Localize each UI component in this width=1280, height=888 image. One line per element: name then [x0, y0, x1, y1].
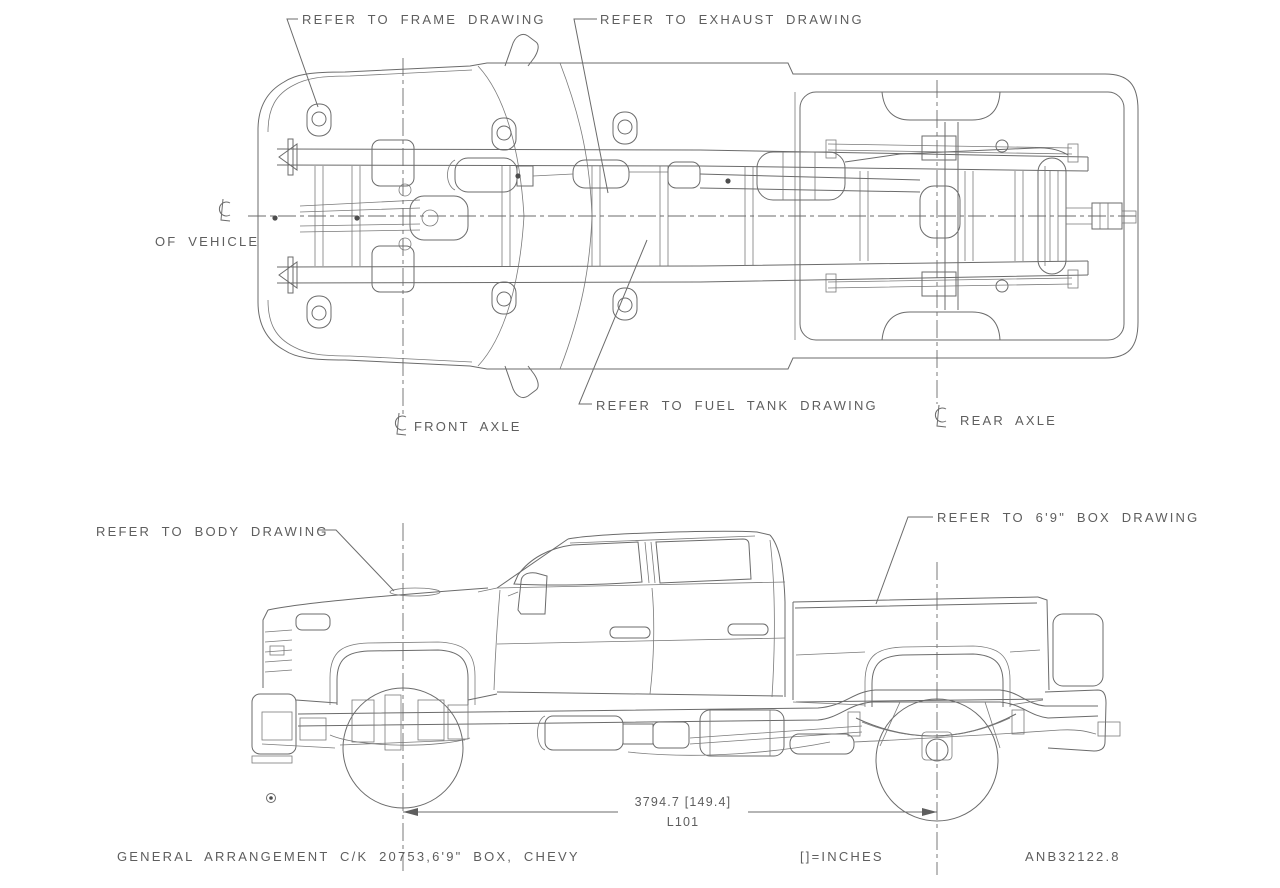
- wheelbase-dimension: 3794.7 [149.4] L101: [403, 795, 937, 829]
- side-view: [251, 523, 1121, 875]
- box-drawing-label: REFER TO 6'9" BOX DRAWING: [937, 510, 1199, 525]
- units-note: []=INCHES: [800, 849, 884, 864]
- side-view-chassis: [261, 689, 1121, 803]
- box-leader: [875, 516, 933, 605]
- frame-drawing-label: REFER TO FRAME DRAWING: [302, 12, 546, 27]
- top-view-centerlines: [248, 58, 1140, 414]
- body-drawing-label: REFER TO BODY DRAWING: [96, 524, 329, 539]
- body-leader: [318, 529, 395, 592]
- centerline-icon: [218, 198, 231, 222]
- side-view-centerlines: [402, 523, 938, 875]
- dimension-code: L101: [667, 815, 700, 829]
- door-mirror: [517, 572, 548, 615]
- dimension-value: 3794.7 [149.4]: [635, 795, 732, 809]
- drawing-title: GENERAL ARRANGEMENT C/K 20753,6'9" BOX, …: [117, 849, 580, 864]
- centerline-icon: [934, 404, 947, 428]
- body-mount-tabs: [306, 103, 1009, 329]
- footer: GENERAL ARRANGEMENT C/K 20753,6'9" BOX, …: [117, 849, 1121, 864]
- bolt-detail: [266, 793, 276, 803]
- centerline-icon: [394, 412, 407, 436]
- front-wheel-circle: [342, 687, 464, 809]
- fuel-tank-drawing-label: REFER TO FUEL TANK DRAWING: [596, 398, 878, 413]
- fuel-tank-leader: [578, 239, 648, 405]
- rear-wheel-circle: [875, 698, 999, 822]
- mirror-top: [504, 33, 539, 67]
- truck-side-outline: [251, 530, 1107, 822]
- doc-number: ANB32122.8: [1025, 849, 1121, 864]
- annotations: REFER TO FRAME DRAWING REFER TO EXHAUST …: [96, 12, 1199, 605]
- exhaust-leader: [573, 18, 609, 194]
- frame-leader: [286, 18, 319, 108]
- mirror-bottom: [504, 365, 539, 399]
- exhaust-drawing-label: REFER TO EXHAUST DRAWING: [600, 12, 864, 27]
- front-axle-label: FRONT AXLE: [414, 419, 522, 434]
- rear-axle-label: REAR AXLE: [960, 413, 1057, 428]
- top-view: [248, 33, 1140, 414]
- of-vehicle-label: OF VEHICLE: [155, 234, 259, 249]
